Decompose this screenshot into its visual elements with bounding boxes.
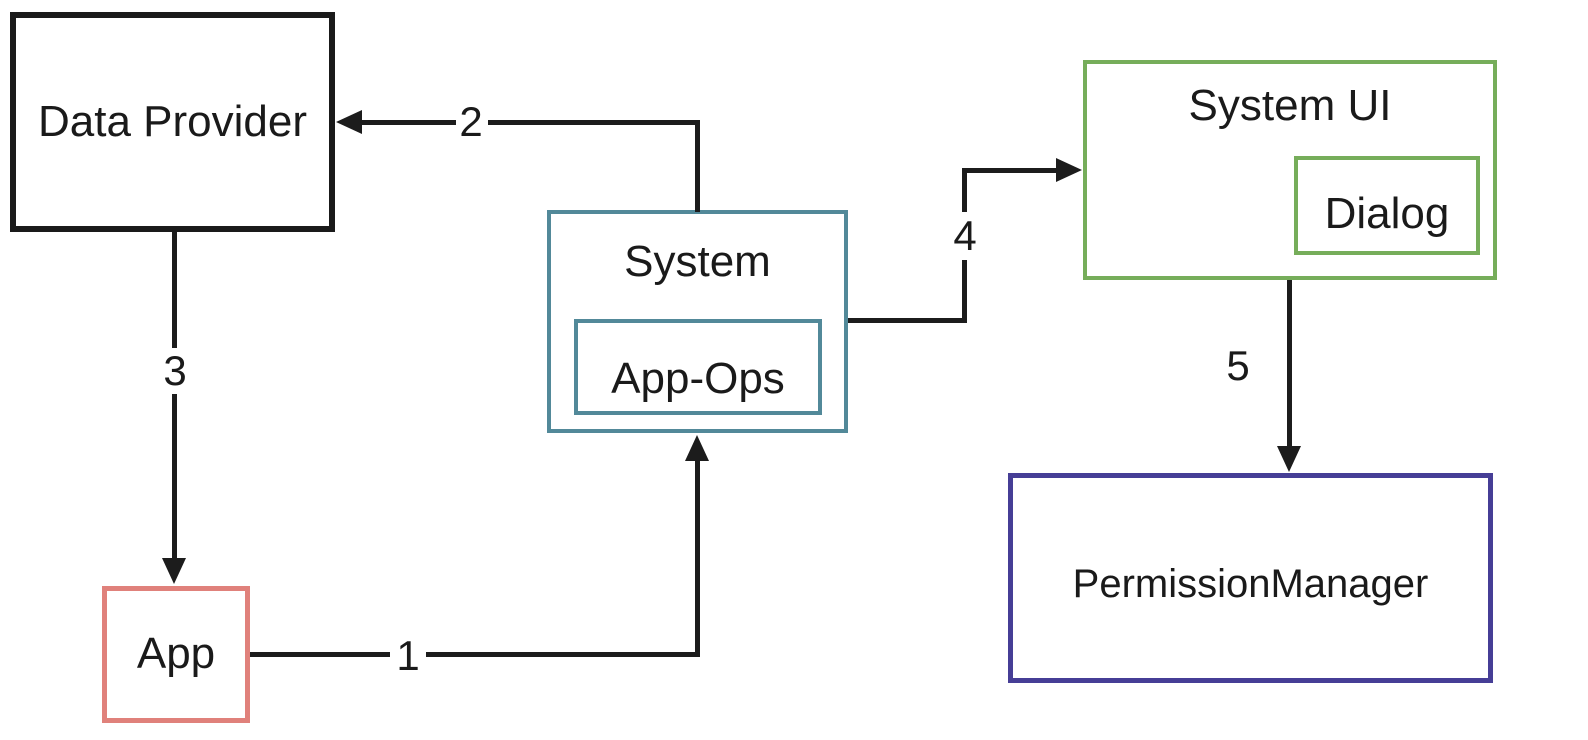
edge-4-segment bbox=[962, 168, 1056, 173]
edge-4-segment bbox=[962, 168, 967, 212]
edge-4-label: 4 bbox=[951, 212, 979, 259]
system-label: System bbox=[624, 237, 771, 286]
edge-1-arrowhead-up-icon bbox=[685, 435, 709, 461]
edge-3-arrowhead-down-icon bbox=[162, 558, 186, 584]
edge-2-arrowhead-left-icon bbox=[336, 110, 362, 134]
edge-5-segment bbox=[1287, 280, 1292, 447]
system-ui-label: System UI bbox=[1188, 81, 1392, 130]
data-provider-box: Data Provider bbox=[10, 12, 335, 232]
dialog-label: Dialog bbox=[1324, 189, 1450, 239]
permission-manager-label: PermissionManager bbox=[1072, 562, 1429, 606]
edge-4-segment bbox=[962, 260, 967, 323]
app-ops-label: App-Ops bbox=[611, 353, 785, 403]
edge-3-segment bbox=[172, 394, 177, 560]
permission-manager-box: PermissionManager bbox=[1008, 473, 1493, 683]
edge-4-arrowhead-right-icon bbox=[1056, 158, 1082, 182]
edge-1-segment bbox=[250, 652, 390, 657]
edge-1-label: 1 bbox=[394, 632, 422, 679]
edge-3-label: 3 bbox=[161, 347, 189, 394]
edge-4-segment bbox=[848, 318, 965, 323]
app-ops-box: App-Ops bbox=[574, 319, 822, 415]
edge-3-segment bbox=[172, 232, 177, 348]
system-ui-box: System UI Dialog bbox=[1083, 60, 1497, 280]
dialog-box: Dialog bbox=[1294, 156, 1480, 255]
app-label: App bbox=[136, 629, 216, 679]
system-box: System App-Ops bbox=[547, 210, 848, 433]
edge-1-segment bbox=[695, 458, 700, 657]
edge-1-segment bbox=[426, 652, 700, 657]
edge-2-label: 2 bbox=[457, 98, 485, 145]
edge-5-arrowhead-down-icon bbox=[1277, 446, 1301, 472]
edge-2-segment bbox=[362, 120, 456, 125]
edge-2-segment bbox=[695, 120, 700, 212]
edge-5-label: 5 bbox=[1224, 342, 1252, 389]
data-provider-label: Data Provider bbox=[37, 96, 307, 146]
app-box: App bbox=[102, 586, 250, 723]
edge-2-segment bbox=[488, 120, 700, 125]
